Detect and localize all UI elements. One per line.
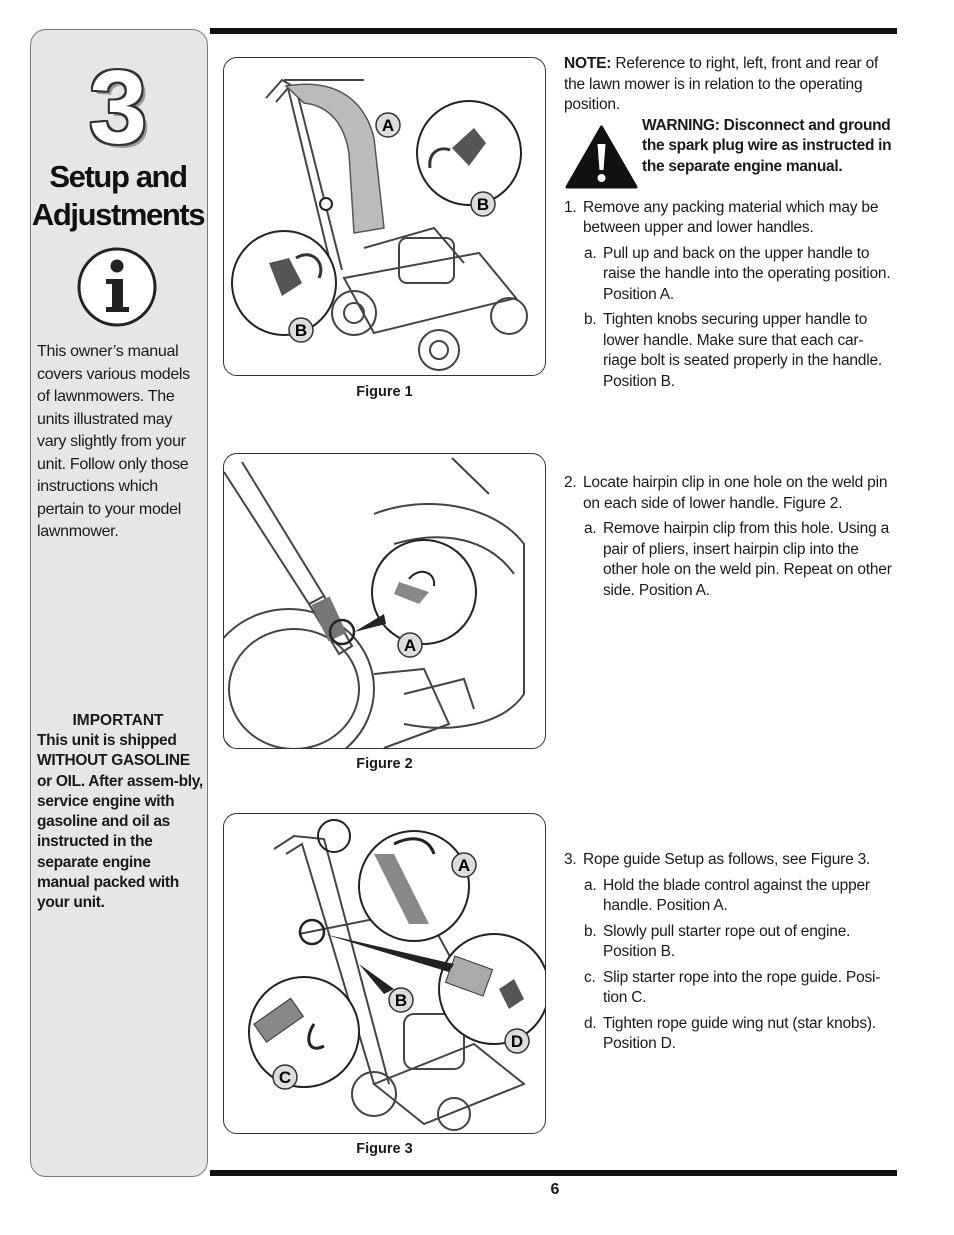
figure-3-label-b: B	[395, 991, 407, 1010]
step-1a: a. Pull up and back on the upper handle …	[564, 244, 896, 306]
info-icon	[77, 247, 157, 327]
note-label: NOTE:	[564, 55, 612, 72]
step-3a-label: a.	[584, 876, 597, 894]
bottom-rule	[210, 1170, 897, 1176]
step-3a: a. Hold the blade control against the up…	[564, 876, 896, 917]
step-1: 1. Remove any packing material which may…	[564, 198, 896, 239]
step-2-number: 2.	[564, 474, 577, 491]
figure-2-caption: Figure 2	[356, 756, 413, 772]
step-1a-text: Pull up and back on the upper handle to …	[603, 244, 891, 303]
figure-1-box: A B B	[223, 57, 546, 376]
figure-3-label-d: D	[511, 1032, 523, 1051]
important-heading: IMPORTANT	[72, 712, 164, 729]
step-3b-text: Slowly pull starter rope out of engine. …	[603, 922, 851, 961]
note-text: Reference to right, left, front and rear…	[564, 55, 879, 113]
figure-3-label-a: A	[458, 856, 470, 875]
page-number: 6	[550, 1181, 560, 1198]
step-3b: b. Slowly pull starter rope out of engin…	[564, 922, 896, 963]
step-1-number: 1.	[564, 198, 577, 216]
figure-1-caption: Figure 1	[356, 384, 413, 400]
step-3d-label: d.	[584, 1014, 597, 1032]
figure-1-label-b-right: B	[477, 195, 489, 214]
chapter-number: 3	[89, 50, 147, 166]
step-3: 3. Rope guide Setup as follows, see Figu…	[564, 850, 896, 871]
sidebar-panel: 3 Setup and Adjustments This owner’s man…	[30, 29, 208, 1177]
warning-triangle-icon	[565, 125, 638, 188]
figure-1-illustration: A B B	[231, 78, 528, 371]
step-1-text: Remove any packing material which may be…	[583, 198, 879, 237]
step-2a-label: a.	[584, 520, 597, 537]
chapter-title: Setup and Adjustments	[31, 158, 206, 234]
important-text: This unit is shipped WITHOUT GASOLINE or…	[37, 732, 203, 912]
step-3c-text: Slip starter rope into the rope guide. P…	[603, 968, 881, 1007]
step-1b-text: Tighten knobs securing upper handle to l…	[603, 311, 882, 390]
figure-1-label-a: A	[382, 116, 394, 135]
step-3c-label: c.	[584, 968, 596, 986]
figure-2-box: A	[223, 453, 546, 749]
step-1a-label: a.	[584, 244, 597, 262]
step-1b-label: b.	[584, 311, 597, 328]
chapter-title-line1: Setup and	[49, 159, 188, 194]
figure-1-label-b-left: B	[295, 321, 307, 340]
step-2a: a. Remove hairpin clip from this hole. U…	[564, 519, 896, 601]
step-3-number: 3.	[564, 851, 577, 868]
step-3b-label: b.	[584, 922, 597, 940]
section-2-text: 2. Locate hairpin clip in one hole on th…	[564, 473, 896, 601]
figure-3-box: A B C D	[223, 813, 546, 1134]
step-2-text: Locate hairpin clip in one hole on the w…	[583, 474, 888, 512]
section-1-text: NOTE: Reference to right, left, front an…	[564, 54, 896, 392]
step-3d-text: Tighten rope guide wing nut (star knobs)…	[603, 1014, 876, 1053]
figure-2-label-a: A	[404, 636, 416, 655]
step-2: 2. Locate hairpin clip in one hole on th…	[564, 473, 896, 514]
chapter-title-line2: Adjustments	[31, 197, 206, 232]
note-paragraph: NOTE: Reference to right, left, front an…	[564, 54, 896, 116]
figure-3-caption: Figure 3	[356, 1141, 413, 1157]
step-3a-text: Hold the blade control against the upper…	[603, 876, 870, 915]
figure-3-label-c: C	[279, 1068, 291, 1087]
figure-3-illustration: A B C D	[248, 819, 545, 1131]
warning-text: WARNING: Disconnect and ground the spark…	[642, 116, 892, 175]
step-1b: b. Tighten knobs securing upper handle t…	[564, 310, 896, 392]
step-2a-text: Remove hairpin clip from this hole. Usin…	[603, 520, 892, 599]
section-3-text: 3. Rope guide Setup as follows, see Figu…	[564, 850, 896, 1055]
step-3c: c. Slip starter rope into the rope guide…	[564, 968, 896, 1009]
top-rule	[210, 28, 897, 34]
figure-2-illustration: A	[224, 457, 525, 748]
step-3-text: Rope guide Setup as follows, see Figure …	[583, 851, 871, 868]
step-3d: d. Tighten rope guide wing nut (star kno…	[564, 1014, 896, 1055]
intro-paragraph: This owner’s manual covers various model…	[37, 343, 190, 540]
warning-block: WARNING: Disconnect and ground the spark…	[564, 116, 896, 198]
